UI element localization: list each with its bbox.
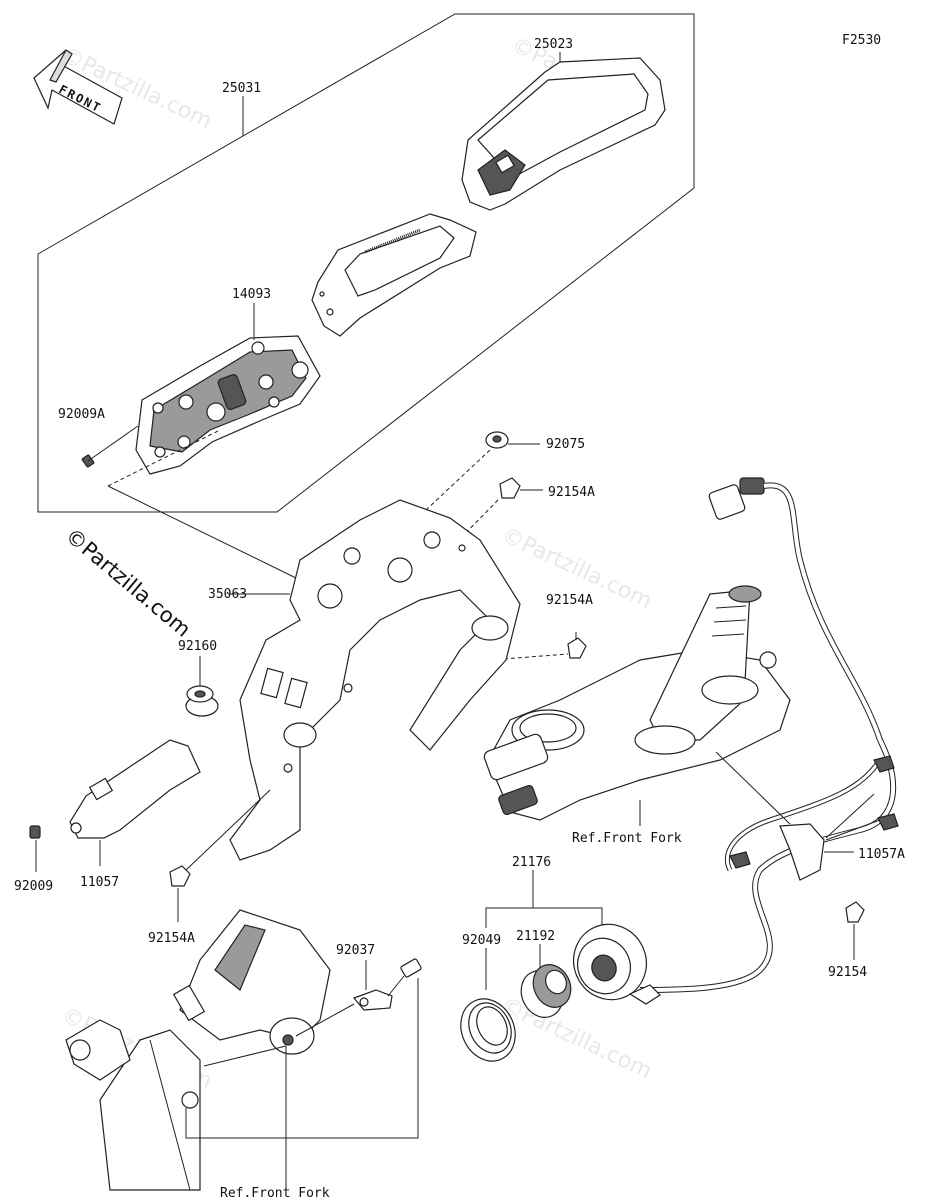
figure-code: F2530	[842, 33, 881, 48]
sensor-harness-part	[639, 477, 899, 993]
callout-92154a-bottom: 92154A	[148, 931, 195, 946]
seal-92049-part	[460, 998, 516, 1062]
clamp-92037-part	[295, 960, 393, 1037]
callout-labels: 25023 25031 14093 92009A 92075 92154A 35…	[14, 37, 905, 980]
front-arrow-icon: FRONT	[33, 49, 123, 125]
callout-25031: 25031	[222, 81, 261, 96]
callout-92075: 92075	[546, 437, 585, 452]
callout-35063: 35063	[208, 587, 247, 602]
meter-cover-part	[461, 57, 666, 211]
copyright-text: ©Partzilla.com	[61, 523, 195, 641]
callout-92154a-mid: 92154A	[546, 593, 593, 608]
triple-clamp-part	[483, 585, 791, 826]
sleeve-21192-part	[520, 964, 572, 1018]
ref-front-fork-right-label: Ref.Front Fork	[572, 831, 682, 846]
bracket-35063-part	[229, 499, 521, 861]
callout-92009: 92009	[14, 879, 53, 894]
watermark: ©Partzilla.com	[497, 993, 655, 1084]
screw-92009-part	[29, 825, 41, 872]
fork-leg-part	[65, 1019, 201, 1191]
grommet-92160-part	[185, 656, 219, 717]
callout-92049: 92049	[462, 933, 501, 948]
fork-guard-part	[172, 909, 331, 1055]
grommet-92075-part	[485, 431, 540, 449]
screw-92009a-part	[81, 425, 139, 468]
callout-21176: 21176	[512, 855, 551, 870]
callout-21192: 21192	[516, 929, 555, 944]
callout-92037: 92037	[336, 943, 375, 958]
bolt-clamp-part	[387, 958, 422, 997]
assembly-outline	[37, 13, 695, 513]
bolt-92154a-bottom-part	[169, 789, 271, 922]
callout-92009a: 92009A	[58, 407, 105, 422]
bolt-92154a-top-part	[499, 477, 543, 499]
callout-92154a-top: 92154A	[548, 485, 595, 500]
callout-25023: 25023	[534, 37, 573, 52]
bolt-92154a-mid-part	[567, 632, 587, 659]
lcd-panel-part	[311, 213, 477, 337]
bracket-21176-lines	[485, 870, 603, 928]
ref-front-fork-bottom-label: Ref.Front Fork	[220, 1186, 330, 1200]
bracket-11057-part	[69, 739, 201, 866]
callout-92154: 92154	[828, 965, 867, 980]
callout-92160: 92160	[178, 639, 217, 654]
bolt-92154-part	[845, 901, 865, 960]
callout-11057: 11057	[80, 875, 119, 890]
meter-case-part	[135, 335, 321, 475]
rotor-housing-part	[573, 923, 661, 1005]
callout-14093: 14093	[232, 287, 271, 302]
callout-11057a: 11057A	[858, 847, 905, 862]
